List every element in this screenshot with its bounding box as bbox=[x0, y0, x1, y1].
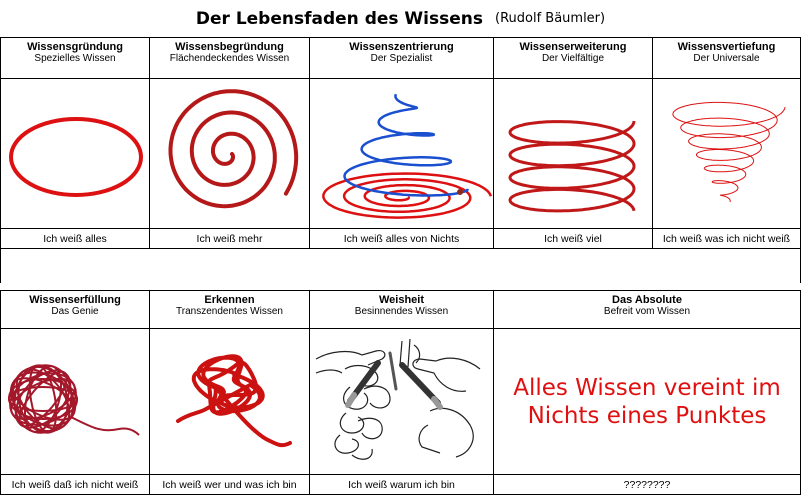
tangled-thread-icon bbox=[176, 354, 292, 448]
stage-subtitle: Befreit vom Wissen bbox=[603, 306, 691, 317]
stage-subtitle: Besinnendes Wissen bbox=[354, 306, 449, 317]
yarn-tail bbox=[70, 416, 140, 436]
stage-title: Wissenszentrierung bbox=[349, 41, 454, 53]
row2-caption-3: ???????? bbox=[493, 474, 801, 495]
stage-subtitle: Transzendentes Wissen bbox=[176, 306, 283, 317]
yarn-loop bbox=[9, 371, 77, 427]
row1-caption-4: Ich weiß was ich nicht weiß bbox=[652, 228, 801, 249]
page-title: Der Lebensfaden des Wissens bbox=[195, 8, 483, 29]
row1-picture-4 bbox=[652, 78, 801, 229]
row2-picture-1 bbox=[149, 328, 310, 475]
stage-title: Wissenserfüllung bbox=[29, 294, 121, 306]
stage-title: Wissensvertiefung bbox=[677, 41, 776, 53]
row1-caption-0: Ich weiß alles bbox=[0, 228, 150, 249]
yarn-loop bbox=[23, 365, 63, 433]
stage-subtitle: Der Spezialist bbox=[370, 53, 433, 64]
absolute-statement: Alles Wissen vereint im Nichts eines Pun… bbox=[513, 374, 781, 429]
row1-caption-2: Ich weiß alles von Nichts bbox=[309, 228, 494, 249]
coil-spring-icon bbox=[508, 120, 636, 213]
yarn-loop bbox=[28, 364, 58, 434]
row1-caption-1: Ich weiß mehr bbox=[149, 228, 310, 249]
stage-title: Das Absolute bbox=[612, 294, 682, 306]
row2-picture-2 bbox=[309, 328, 494, 475]
yarn-loop bbox=[14, 369, 72, 429]
row2-picture-0 bbox=[0, 328, 150, 475]
stage-title: Wissensbegründung bbox=[175, 41, 284, 53]
yarn-loop bbox=[11, 365, 75, 433]
stage-subtitle: Das Genie bbox=[51, 306, 99, 317]
spacer-band bbox=[0, 247, 801, 283]
stage-subtitle: Flächendeckendes Wissen bbox=[169, 53, 290, 64]
knitting-hands-icon bbox=[315, 338, 481, 460]
stage-subtitle: Spezielles Wissen bbox=[34, 53, 116, 64]
red-ellipse-icon bbox=[9, 117, 143, 197]
row1-picture-1 bbox=[149, 78, 310, 229]
yarn-ball-icon bbox=[8, 364, 140, 436]
row2-caption-2: Ich weiß warum ich bin bbox=[309, 474, 494, 495]
yarn-loop bbox=[8, 377, 78, 421]
stage-title: Wissenserweiterung bbox=[519, 41, 627, 53]
row2-picture-3: Alles Wissen vereint im Nichts eines Pun… bbox=[493, 328, 801, 475]
stage-subtitle: Der Vielfältige bbox=[541, 53, 605, 64]
tornado-spiral-icon bbox=[672, 101, 786, 203]
stage-title: Weisheit bbox=[378, 294, 425, 306]
row1-picture-0 bbox=[0, 78, 150, 229]
row1-picture-3 bbox=[493, 78, 653, 229]
stage-subtitle: Der Universale bbox=[693, 53, 760, 64]
stage-title: Erkennen bbox=[204, 294, 255, 306]
title-bar: Der Lebensfaden des Wissens (Rudolf Bäum… bbox=[0, 0, 801, 37]
author: (Rudolf Bäumler) bbox=[495, 11, 606, 26]
row1-picture-2 bbox=[309, 78, 494, 229]
row1-caption-3: Ich weiß viel bbox=[493, 228, 653, 249]
flat-spiral-icon bbox=[168, 89, 299, 209]
stage-title: Wissensgründung bbox=[27, 41, 123, 53]
yarn-loop bbox=[9, 372, 77, 426]
row2-caption-1: Ich weiß wer und was ich bin bbox=[149, 474, 310, 495]
cone-spiral-icon bbox=[322, 93, 492, 219]
row2-caption-0: Ich weiß daß ich nicht weiß bbox=[0, 474, 150, 495]
